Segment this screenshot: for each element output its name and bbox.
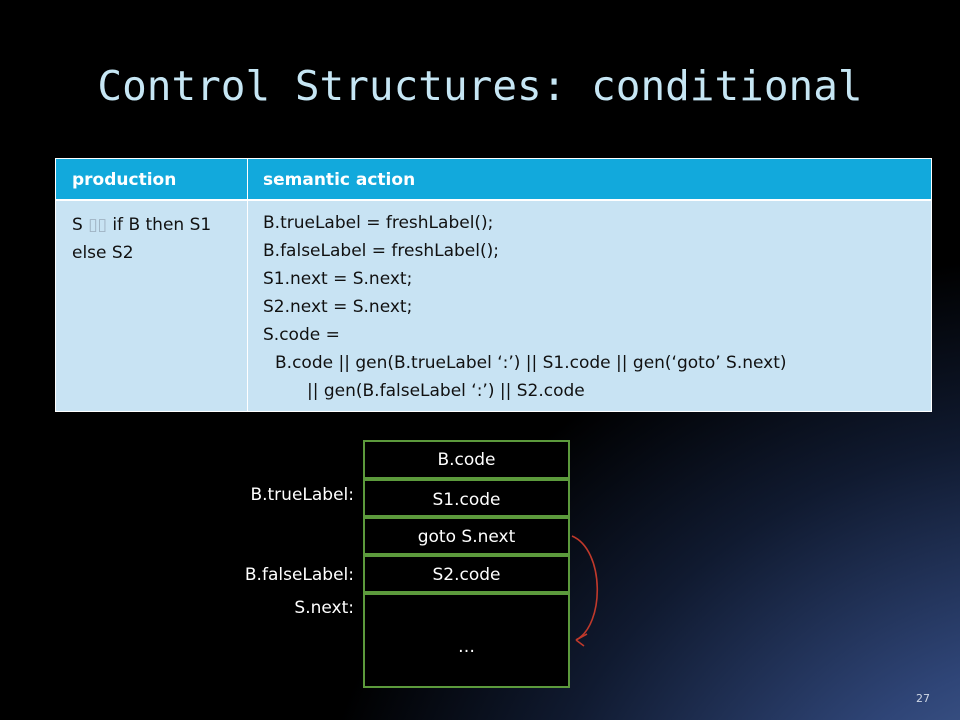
header-production: production: [72, 170, 177, 190]
action-line: B.falseLabel = freshLabel();: [263, 241, 499, 261]
action-line: S2.next = S.next;: [263, 297, 413, 317]
next-label: S.next:: [294, 598, 354, 618]
action-line: S1.next = S.next;: [263, 269, 413, 289]
slide-title: Control Structures: conditional: [97, 62, 863, 110]
production-cell: S ▯▯ if B then S1 else S2: [72, 211, 232, 267]
page-number: 27: [916, 692, 930, 705]
semantic-action-cell: B.trueLabel = freshLabel(); B.falseLabel…: [263, 209, 913, 405]
production-table: production semantic action S ▯▯ if B the…: [55, 158, 932, 412]
header-semantic-action: semantic action: [263, 170, 416, 190]
goto-arrow-icon: [571, 535, 599, 647]
action-line: B.code || gen(B.trueLabel ‘:’) || S1.cod…: [275, 353, 787, 373]
table-row: S ▯▯ if B then S1 else S2 B.trueLabel = …: [56, 201, 931, 411]
table-header-row: production semantic action: [56, 159, 931, 201]
action-line: || gen(B.falseLabel ‘:’) || S2.code: [307, 381, 585, 401]
block-s1-code: S1.code: [363, 479, 570, 517]
action-line: B.trueLabel = freshLabel();: [263, 213, 494, 233]
block-ellipsis: …: [363, 593, 570, 688]
false-label: B.falseLabel:: [244, 565, 354, 585]
block-goto: goto S.next: [363, 517, 570, 555]
missing-glyph-icon: ▯▯: [88, 215, 107, 235]
action-line: S.code =: [263, 325, 340, 345]
block-b-code: B.code: [363, 440, 570, 479]
column-divider: [247, 159, 248, 411]
block-s2-code: S2.code: [363, 555, 570, 593]
production-rhs: if B then S1: [112, 215, 212, 235]
production-line2: else S2: [72, 243, 134, 263]
true-label: B.trueLabel:: [250, 485, 354, 505]
production-lhs: S: [72, 215, 83, 235]
